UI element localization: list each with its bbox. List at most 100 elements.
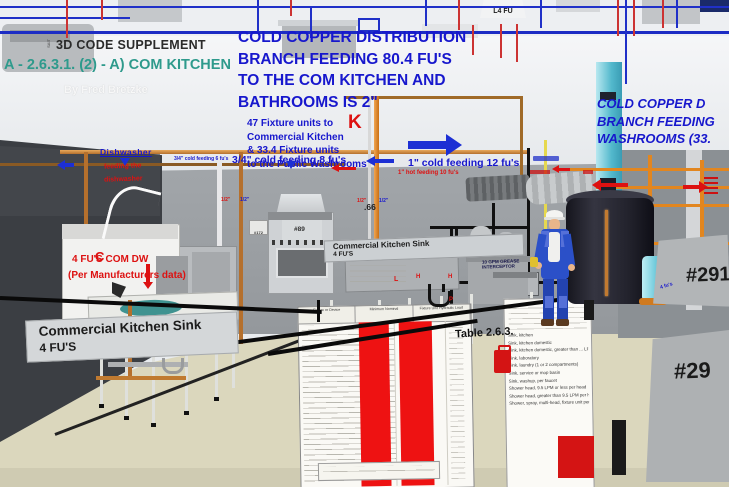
leg-foot <box>124 416 129 420</box>
ceiling-fixture-label: L4 FU <box>493 8 513 15</box>
subtitle: 47 Fixture units to Commercial Kitchen &… <box>247 117 367 171</box>
worker-hand <box>535 262 542 269</box>
worker-boot <box>556 319 569 326</box>
arrow-right-icon-head <box>446 134 462 156</box>
sink-leg <box>185 322 188 412</box>
ceiling-unit <box>118 0 182 22</box>
white-pipe <box>217 160 222 310</box>
panel-29-label: #29 <box>673 357 712 384</box>
drain-pipe-vert <box>317 300 320 322</box>
half-inch-red-label: 1/2" <box>357 198 367 204</box>
blurred-red-label <box>704 192 718 194</box>
red-arrow-right-icon-head <box>699 181 708 193</box>
exhaust-hood-left <box>0 146 160 216</box>
copper-top-tee <box>345 96 523 99</box>
arrow-down-icon <box>286 161 296 169</box>
worker-hat-brim <box>544 217 565 220</box>
author-credit: By Fred Bretzke <box>64 84 148 96</box>
half-inch-blue-label: 1/2" <box>379 198 389 204</box>
worker-hard-hat <box>546 210 563 219</box>
leg-foot <box>214 397 219 401</box>
leg-foot <box>151 423 156 427</box>
sink-leg <box>125 322 128 417</box>
blurred-red-label <box>530 170 550 174</box>
arrow-down-icon <box>120 158 130 166</box>
blurred-red-label <box>583 170 593 174</box>
red-pipe-tick <box>617 0 619 36</box>
worker-hand <box>568 264 575 271</box>
copper-hot-main <box>0 163 345 166</box>
worker-knee-patch <box>545 296 553 308</box>
main-title-line1: COLD COPPER DISTRIBUTION <box>238 29 467 46</box>
grease-interceptor-label: 10 GPM GREASE INTERCEPTOR <box>482 258 520 270</box>
shelf-tag-card: #172 <box>249 220 268 235</box>
marker-p: P <box>449 297 454 303</box>
list-item: Shower, spray, multi-head, fixture unit … <box>509 399 590 407</box>
arrow-right-icon <box>408 141 446 149</box>
equipment-shelf <box>466 256 530 262</box>
drain-trap-u <box>428 291 451 307</box>
p-trap <box>162 358 184 374</box>
silver-riser <box>368 96 371 246</box>
red-arrow-left-icon-head <box>592 179 601 191</box>
drain-trap-stub <box>442 284 445 292</box>
code-table-values <box>448 322 466 481</box>
right-title-line1: COLD COPPER D <box>597 96 706 111</box>
copper-run <box>96 376 186 380</box>
silver-trap-run <box>108 362 188 367</box>
orange-pipe-vert <box>700 160 704 244</box>
main-title-line2: BRANCH FEEDING 80.4 FU'S <box>238 50 452 68</box>
ceiling-unit <box>282 20 356 58</box>
caption-lines <box>322 465 436 476</box>
red-arrow-left-icon <box>338 167 356 170</box>
right-title: COLD COPPER D BRANCH FEEDING WASHROOMS (… <box>597 95 715 148</box>
ceiling-unit <box>278 20 360 26</box>
main-title-line3: TO THE COM KITCHEN AND <box>238 72 446 89</box>
shelf-tag: #172 <box>254 230 263 235</box>
subtitle-line3: & 33.4 Fixture units <box>247 145 340 156</box>
arrow-left-icon-head <box>57 160 65 170</box>
half-inch-blue-label: 1/2" <box>240 197 250 203</box>
copper-riser <box>520 97 523 178</box>
drain-trap-stub <box>428 284 431 292</box>
marker-l: L <box>394 276 399 283</box>
range-tag: #89 <box>294 226 305 233</box>
worker-tshirt <box>548 232 560 262</box>
col-divider <box>444 320 449 485</box>
supplement-title: 3D CODE SUPPLEMENT <box>56 38 206 52</box>
red-arrow-left-icon <box>600 183 628 187</box>
blurred-red-label <box>704 187 718 189</box>
dw-subtitle: (Per Manufacturers data) <box>68 270 186 281</box>
main-title-line4: BATHROOMS IS 2" <box>238 93 378 111</box>
val66-label: .66 <box>364 202 376 212</box>
cold34-small-label: 3/4" cold feeding 6 fu's <box>174 156 229 162</box>
orange-pipe <box>620 204 729 207</box>
duct-dark <box>465 174 531 202</box>
red-arrow-left-icon-head <box>552 165 559 173</box>
worker-knee-patch <box>559 296 567 308</box>
red-floor-slab <box>558 436 594 478</box>
cyan-cylinder-base <box>639 298 667 305</box>
red-pipe-tick <box>662 0 664 28</box>
red-pipe-tick <box>101 0 103 20</box>
orange-pipe <box>596 186 729 189</box>
dishwasher-top-band <box>62 224 178 239</box>
half-inch-red-label: 1/2" <box>221 197 231 203</box>
code-reference: A - 2.6.3.1. (2) - A) COM KITCHEN <box>4 57 231 73</box>
red-pipe-tick <box>472 25 474 55</box>
red-pipe-tick <box>458 0 460 30</box>
equipment-box <box>468 262 528 304</box>
orange-pipe <box>560 168 729 171</box>
copper-riser <box>239 152 243 344</box>
blue-pipe-box <box>358 18 380 32</box>
subtitle-line2: Commercial Kitchen <box>247 131 344 143</box>
right-title-line2: BRANCH FEEDING <box>597 113 715 129</box>
blue-pipe-tick <box>625 0 627 84</box>
blurred-blue-label <box>533 156 559 161</box>
blue-pipe-tick <box>425 0 427 26</box>
red-arrow-right-icon <box>683 185 699 189</box>
range-controls <box>272 240 328 245</box>
ceiling-unit <box>642 0 700 24</box>
